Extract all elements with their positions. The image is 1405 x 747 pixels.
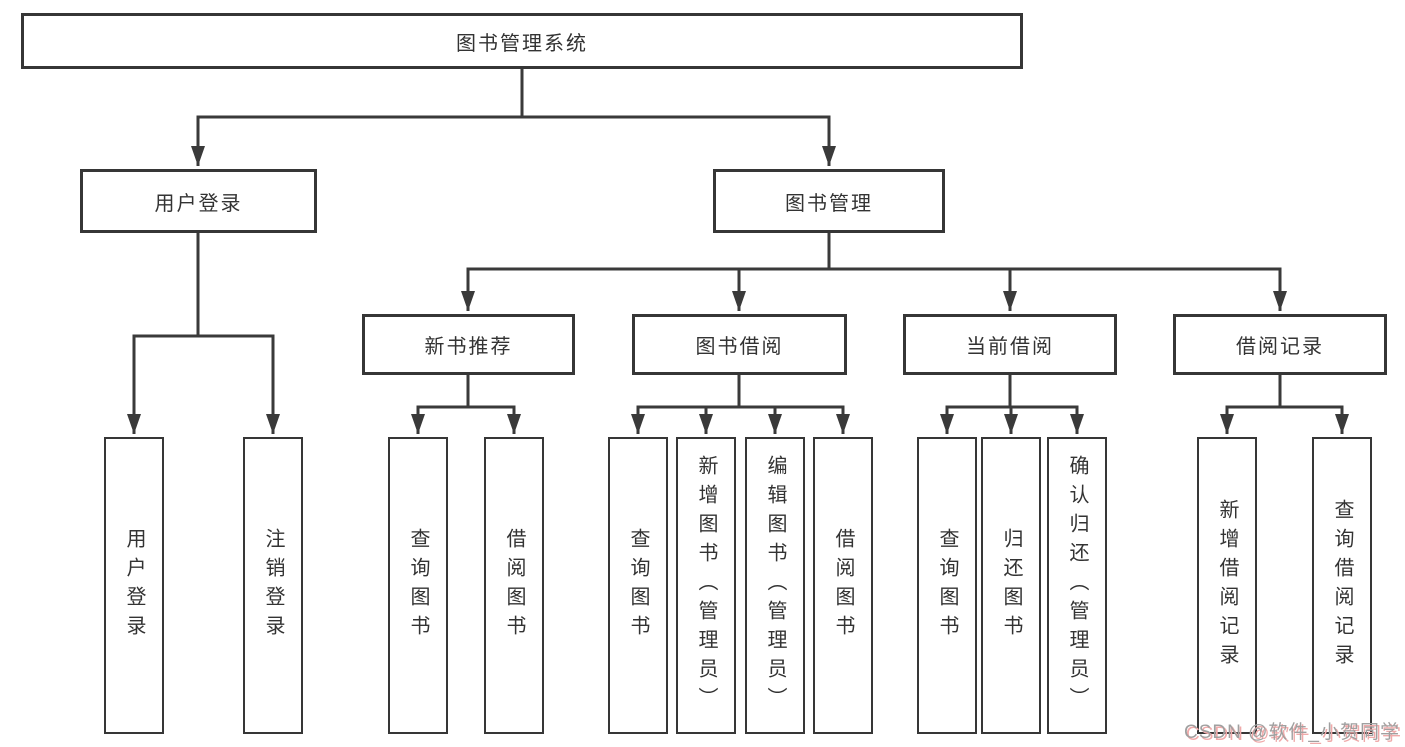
csdn-watermark: CSDN @软件_小贺同学 — [1184, 722, 1400, 743]
leaf-add-borrow-record: 新增借阅记录 — [1197, 437, 1257, 734]
node-book-management: 图书管理 — [713, 169, 945, 233]
leaf-query-books-borrow: 查询图书 — [608, 437, 668, 734]
leaf-return-book: 归还图书 — [981, 437, 1041, 734]
leaf-edit-book-admin: 编辑图书（管理员） — [745, 437, 805, 734]
node-current-borrow: 当前借阅 — [903, 314, 1117, 375]
node-new-book-recommend: 新书推荐 — [362, 314, 575, 375]
node-book-borrow: 图书借阅 — [632, 314, 847, 375]
leaf-query-borrow-record: 查询借阅记录 — [1312, 437, 1372, 734]
leaf-query-books-current: 查询图书 — [917, 437, 977, 734]
node-library-management-system: 图书管理系统 — [21, 13, 1023, 69]
leaf-confirm-return-admin: 确认归还（管理员） — [1047, 437, 1107, 734]
node-borrow-records: 借阅记录 — [1173, 314, 1387, 375]
leaf-logout: 注销登录 — [243, 437, 303, 734]
node-user-login: 用户登录 — [80, 169, 317, 233]
leaf-query-books-recommend: 查询图书 — [388, 437, 448, 734]
leaf-add-book-admin: 新增图书（管理员） — [676, 437, 736, 734]
leaf-borrow-books: 借阅图书 — [813, 437, 873, 734]
leaf-user-login: 用户登录 — [104, 437, 164, 734]
leaf-borrow-books-recommend: 借阅图书 — [484, 437, 544, 734]
